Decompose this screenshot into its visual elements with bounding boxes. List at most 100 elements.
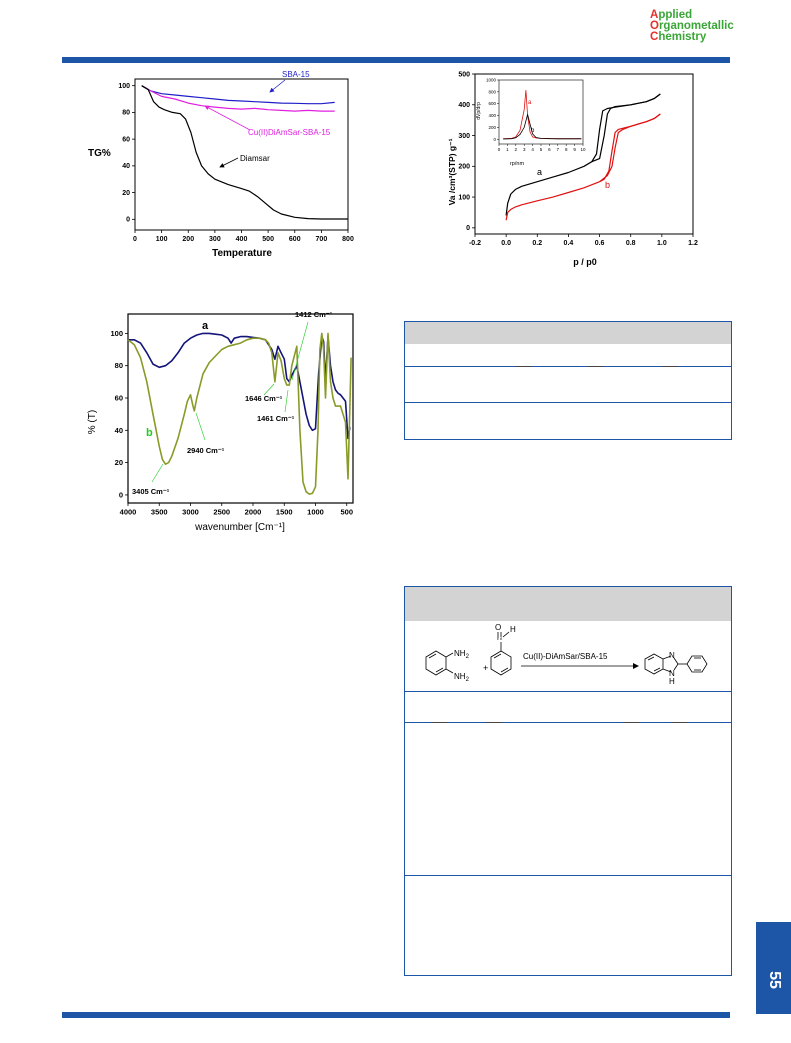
table-2-tick	[485, 722, 501, 723]
table-1-header	[405, 322, 731, 344]
ftir-y-tick-label: 20	[115, 458, 123, 467]
ftir-label-b: b	[146, 427, 153, 439]
table-1-tick	[662, 366, 678, 367]
ftir-plot-frame	[127, 313, 354, 504]
tga-y-tick-label: 20	[122, 190, 130, 197]
bet-inset-y-tick-label: 400	[488, 113, 496, 118]
bet-inset-y-tick-label: 600	[488, 101, 496, 106]
bet-inset-x-tick-label: 6	[548, 147, 551, 152]
table-2-rule	[405, 691, 731, 692]
bet-inset-y-tick-label: 200	[488, 125, 496, 130]
ftir-x-axis-label: wavenumber [Cm⁻¹]	[194, 522, 285, 533]
bet-x-tick-label: 0.4	[564, 240, 574, 247]
bet-inset-x-tick-label: 8	[565, 147, 568, 152]
ftir-x-tick-label: 1000	[307, 508, 324, 517]
ftir-y-tick-label: 0	[119, 490, 123, 499]
bet-plot-frame	[474, 73, 694, 235]
tga-y-tick-label: 40	[122, 163, 130, 170]
ftir-annot-1646: 1646 Cm⁻¹	[245, 394, 283, 403]
tga-y-tick-label: 100	[118, 83, 130, 90]
table-1-tick	[588, 366, 604, 367]
bet-label-b: b	[605, 180, 610, 190]
tga-x-tick-label: 300	[209, 236, 221, 243]
table-1	[404, 321, 732, 440]
table-2-header	[405, 587, 731, 621]
table-2-rule	[405, 722, 731, 723]
nh2-bottom-label: NH2	[454, 672, 470, 683]
reaction-scheme: NH2 NH2 + O C H Cu(II)-DiAmSar/SBA-15	[425, 623, 708, 686]
bet-inset-y-label: dVp/drp	[476, 102, 482, 120]
tga-label-cu: Cu(II)DiAmSar-SBA-15	[248, 128, 331, 137]
reaction-arrowhead	[633, 663, 639, 669]
bet-y-tick-label: 400	[458, 102, 470, 109]
bet-inset-y-tick-label: 1000	[486, 78, 497, 83]
bet-inset-label-b: b	[531, 128, 535, 134]
tga-arrow-sba15	[269, 79, 286, 93]
ftir-y-tick-label: 80	[115, 361, 123, 370]
tga-series-line	[141, 85, 335, 112]
ftir-x-tick-label: 3000	[182, 508, 199, 517]
bet-y-tick-label: 300	[458, 133, 470, 140]
aldehyde-o-label: O	[495, 623, 501, 632]
tga-x-tick-label: 500	[262, 236, 274, 243]
ftir-x-tick-label: 1500	[276, 508, 293, 517]
bet-x-tick-label: 1.2	[688, 240, 698, 247]
table-1-rule	[405, 366, 731, 367]
tga-x-tick-label: 400	[236, 236, 248, 243]
page-number-tab: 55	[756, 922, 791, 1014]
table-2-rule	[405, 875, 731, 876]
bet-inset-y-tick-label: 0	[493, 137, 496, 142]
tga-y-tick-label: 80	[122, 110, 130, 117]
ftir-y-tick-label: 60	[115, 394, 123, 403]
footer-rule	[62, 1012, 730, 1018]
ftir-x-tick-label: 2000	[245, 508, 262, 517]
bet-y-tick-label: 200	[458, 164, 470, 171]
ftir-annot-3405: 3405 Cm⁻¹	[132, 487, 170, 496]
table-2-tick	[671, 722, 687, 723]
benzaldehyde-structure	[490, 631, 512, 676]
bet-inset-y-tick-label: 800	[488, 89, 496, 94]
tga-x-tick-label: 800	[342, 236, 354, 243]
bet-label-a: a	[537, 167, 542, 177]
bet-inset-x-tick-label: 2	[515, 147, 518, 152]
bet-inset-x-tick-label: 5	[540, 147, 543, 152]
ftir-arrow-2940	[195, 412, 206, 441]
table-2: NH2 NH2 + O C H Cu(II)-DiAmSar/SBA-15	[404, 586, 732, 976]
product-nh-label: N	[669, 669, 675, 678]
tga-label-sba15: SBA-15	[282, 70, 310, 79]
ftir-series-line	[128, 332, 351, 440]
tga-series-line	[141, 85, 335, 105]
product-n-label: N	[669, 651, 675, 660]
bet-y-tick-label: 0	[466, 225, 470, 232]
bet-series-line	[599, 113, 661, 183]
ftir-arrow-1646	[263, 383, 275, 396]
tga-y-tick-label: 60	[122, 136, 130, 143]
aldehyde-c-label: C	[498, 637, 502, 643]
header-rule	[62, 57, 730, 63]
bet-inset-x-tick-label: 0	[498, 147, 501, 152]
bet-x-tick-label: 0.0	[501, 240, 511, 247]
table-2-tick	[431, 722, 447, 723]
bet-y-axis-label: Va /cm³(STP) g⁻¹	[447, 138, 457, 205]
bet-inset-x-tick-label: 10	[580, 147, 586, 152]
tga-label-diamsar: Diamsar	[240, 154, 270, 163]
ftir-arrow-1461	[284, 389, 289, 413]
journal-title: Applied Organometallic Chemistry	[650, 9, 734, 43]
bet-inset-x-tick-label: 3	[523, 147, 526, 152]
table-1-rule	[405, 402, 731, 403]
catalyst-label: Cu(II)-DiAmSar/SBA-15	[523, 652, 608, 661]
product-h-label: H	[669, 677, 675, 686]
bet-y-tick-label: 100	[458, 194, 470, 201]
nh2-top-label: NH2	[454, 649, 470, 660]
tga-x-tick-label: 700	[316, 236, 328, 243]
bet-x-tick-label: 0.6	[595, 240, 605, 247]
table-1-tick	[515, 366, 531, 367]
ftir-x-tick-label: 4000	[120, 508, 137, 517]
bet-inset-label-a: a	[528, 100, 532, 106]
tga-arrow-cu	[204, 105, 251, 131]
bet-inset-x-tick-label: 7	[557, 147, 560, 152]
page-number: 55	[766, 971, 783, 989]
